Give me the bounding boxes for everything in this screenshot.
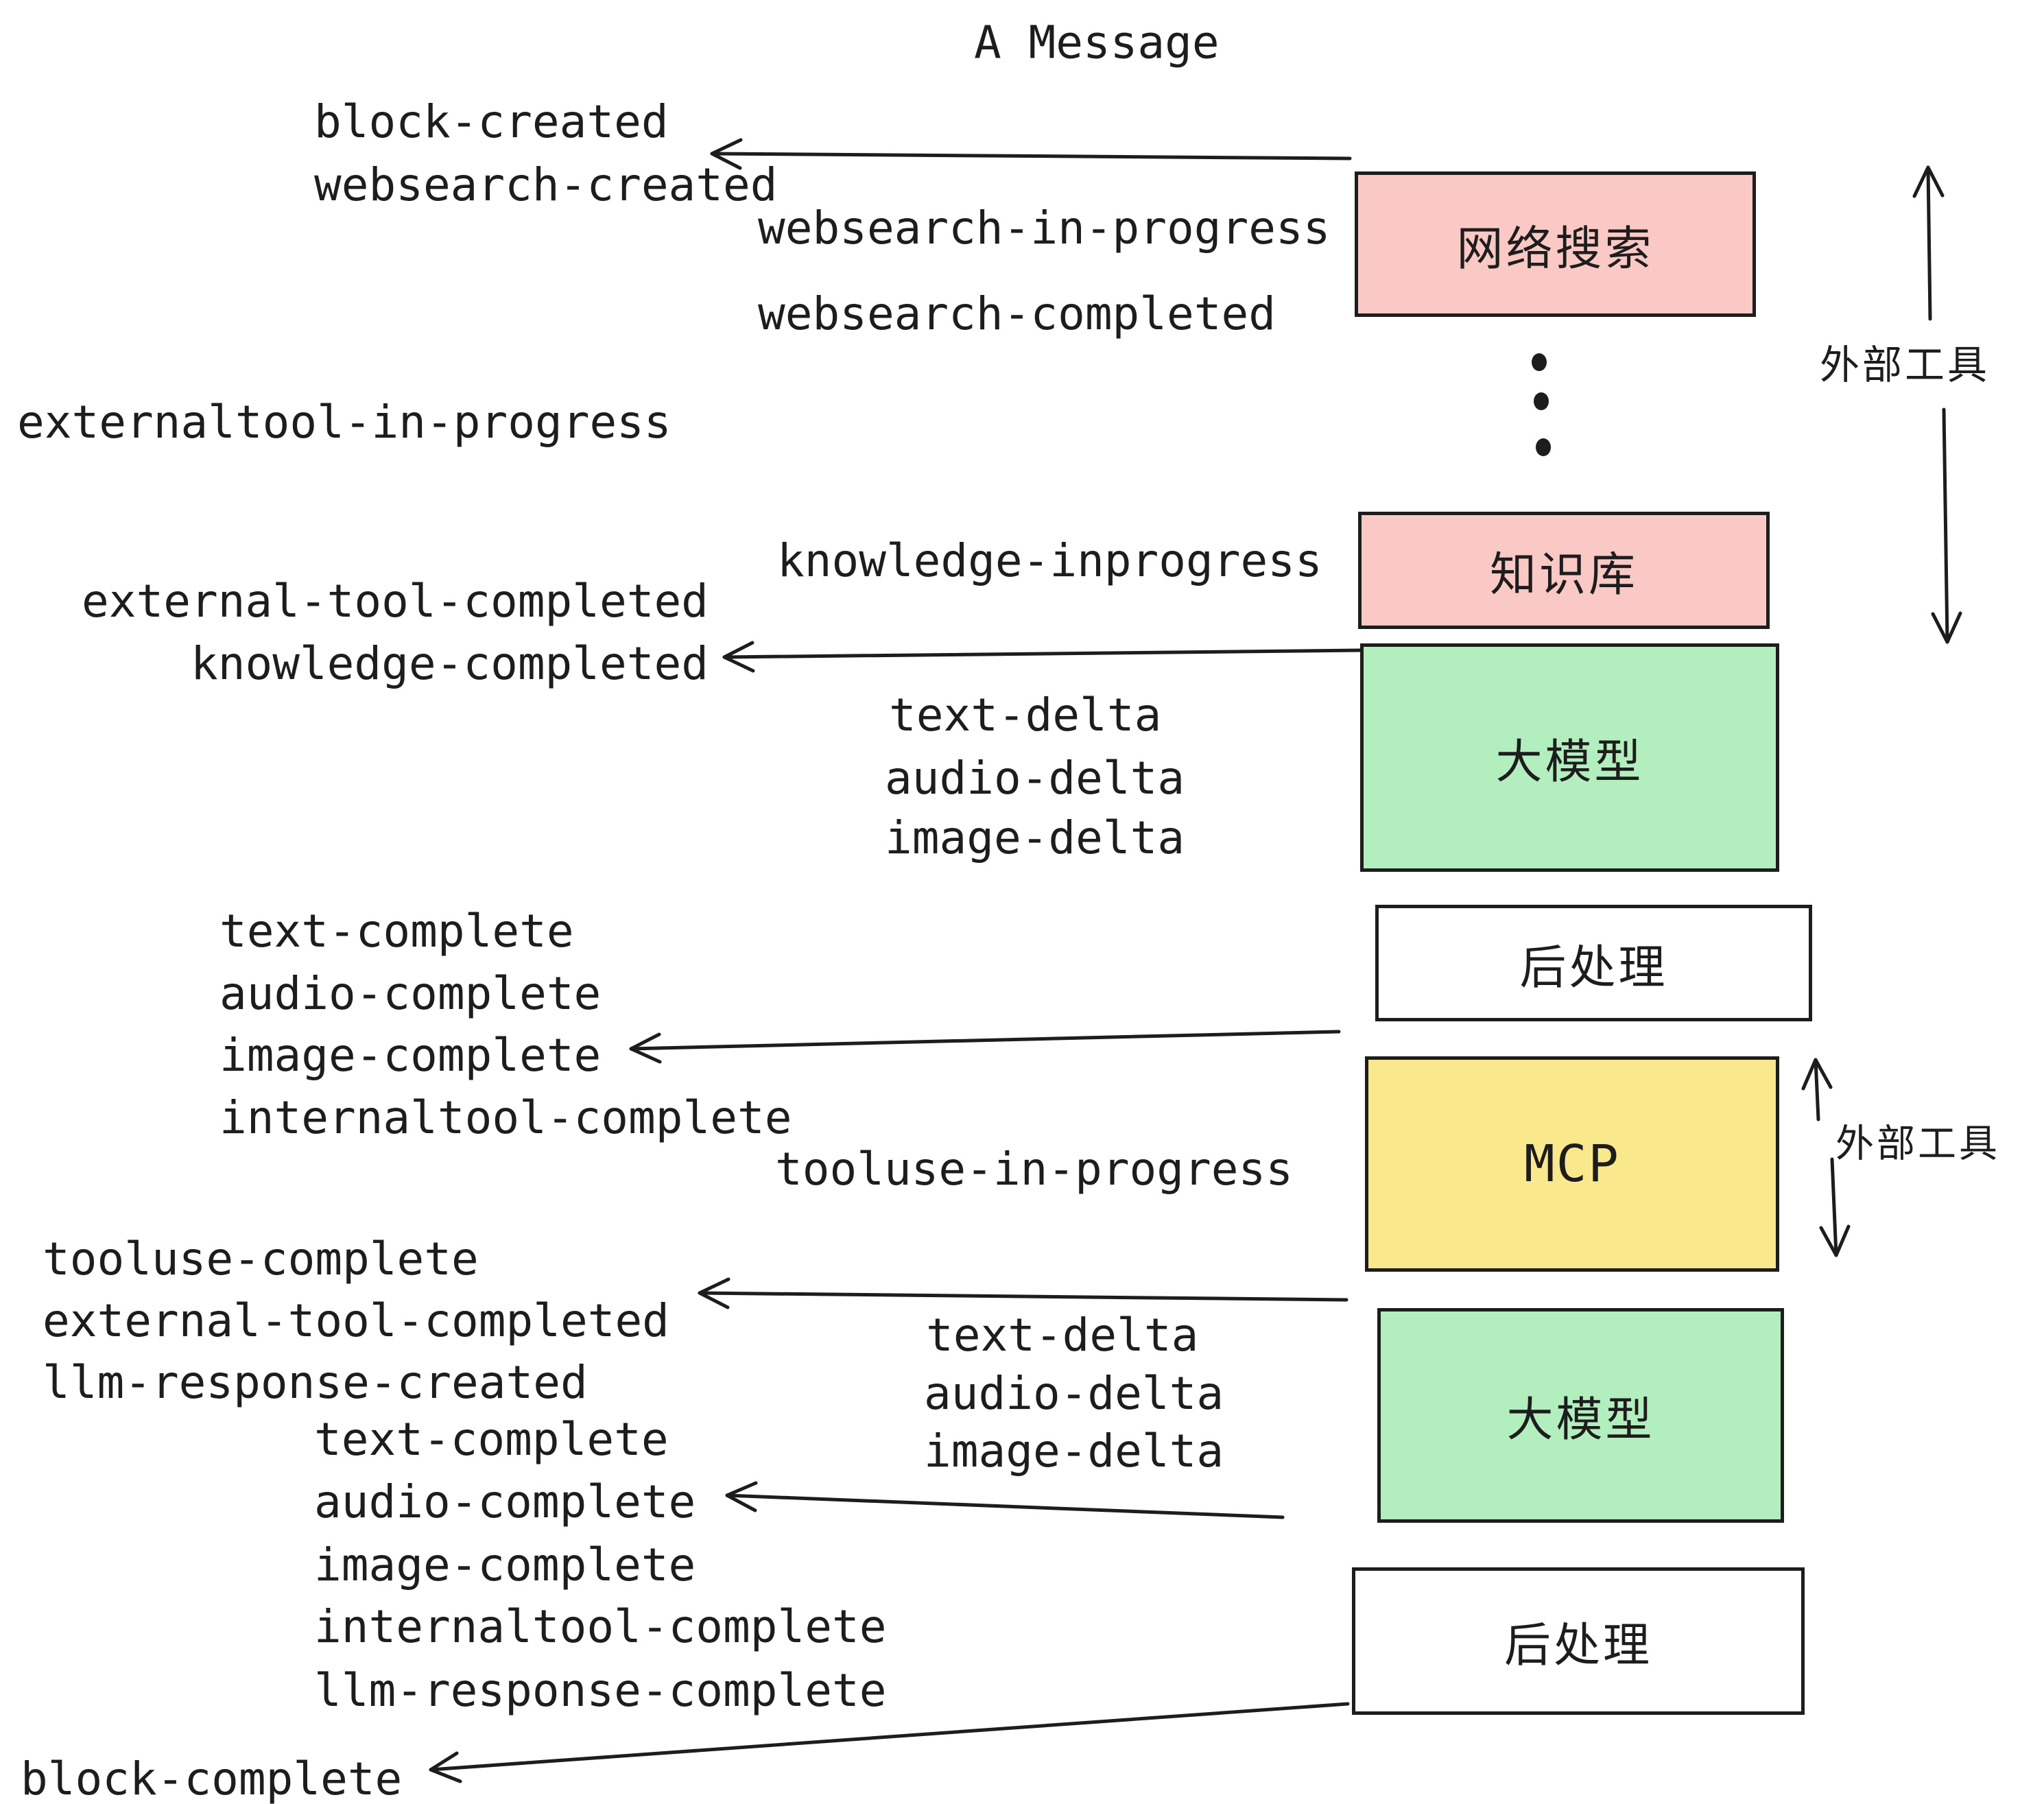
event-external-tool-completed-2: external-tool-completed <box>43 1294 669 1347</box>
event-image-delta-1: image-delta <box>885 811 1185 864</box>
event-llm-response-created: llm-response-created <box>43 1356 588 1409</box>
arrow-post1-to-image-complete <box>629 1030 1341 1064</box>
ellipsis-dots <box>1532 353 1551 456</box>
event-tooluse-complete: tooluse-complete <box>43 1233 479 1285</box>
node-llm-2-label: 大模型 <box>1506 1393 1655 1447</box>
event-internaltool-complete-1: internaltool-complete <box>219 1091 792 1144</box>
external-tools-up-arrow-top <box>1912 165 1945 321</box>
event-websearch-completed: websearch-completed <box>758 287 1276 340</box>
node-websearch: 网络搜索 <box>1355 171 1756 317</box>
event-image-complete-2: image-complete <box>314 1539 696 1591</box>
event-text-complete-1: text-complete <box>219 905 574 958</box>
arrow-mcp-to-tooluse-complete <box>698 1277 1348 1309</box>
page-title: A Message <box>974 16 1220 69</box>
event-text-delta-2: text-delta <box>926 1309 1199 1362</box>
node-knowledge-base: 知识库 <box>1358 512 1770 629</box>
event-image-complete-1: image-complete <box>219 1029 602 1082</box>
node-llm-1-label: 大模型 <box>1495 735 1644 790</box>
arrow-llm1-to-knowledge-completed <box>722 641 1364 673</box>
event-websearch-created: websearch-created <box>314 158 778 211</box>
event-audio-delta-2: audio-delta <box>924 1367 1224 1420</box>
event-external-tool-completed-1: external-tool-completed <box>82 575 709 628</box>
node-llm-1: 大模型 <box>1360 643 1779 872</box>
node-postprocess-1: 后处理 <box>1375 905 1812 1021</box>
external-tools-up-arrow-mcp <box>1801 1058 1833 1121</box>
node-mcp: MCP <box>1365 1056 1779 1272</box>
event-knowledge-inprogress: knowledge-inprogress <box>777 534 1322 587</box>
node-websearch-label: 网络搜索 <box>1456 222 1654 276</box>
node-mcp-label: MCP <box>1524 1135 1620 1194</box>
node-postprocess-2-label: 后处理 <box>1504 1619 1652 1673</box>
event-externaltool-in-progress: externaltool-in-progress <box>17 396 672 449</box>
event-audio-delta-1: audio-delta <box>885 752 1185 805</box>
external-tools-down-arrow-top <box>1931 407 1962 644</box>
event-block-complete: block-complete <box>21 1753 403 1804</box>
event-block-created: block-created <box>314 95 669 148</box>
event-text-delta-1: text-delta <box>889 689 1162 741</box>
node-knowledge-label: 知识库 <box>1489 548 1638 602</box>
external-tools-annotation-mcp: 外部工具 <box>1835 1121 2000 1167</box>
event-text-complete-2: text-complete <box>314 1413 669 1466</box>
event-internaltool-complete-2: internaltool-complete <box>314 1600 887 1653</box>
arrow-llm2-to-audio-complete <box>725 1481 1285 1519</box>
external-tools-annotation-top: 外部工具 <box>1820 342 1990 388</box>
external-tools-down-arrow-mcp <box>1819 1157 1851 1257</box>
arrow-post2-to-block-complete <box>429 1702 1350 1783</box>
event-audio-complete-2: audio-complete <box>314 1475 696 1528</box>
node-llm-2: 大模型 <box>1377 1308 1784 1523</box>
node-postprocess-1-label: 后处理 <box>1519 940 1668 995</box>
event-tooluse-in-progress: tooluse-in-progress <box>775 1143 1293 1196</box>
event-audio-complete-1: audio-complete <box>219 967 602 1020</box>
event-llm-response-complete: llm-response-complete <box>314 1664 887 1717</box>
event-knowledge-completed: knowledge-completed <box>191 637 709 690</box>
node-postprocess-2: 后处理 <box>1352 1567 1805 1715</box>
event-websearch-in-progress: websearch-in-progress <box>758 202 1331 254</box>
event-image-delta-2: image-delta <box>924 1425 1224 1477</box>
arrow-websearch-to-block-created <box>710 138 1352 170</box>
